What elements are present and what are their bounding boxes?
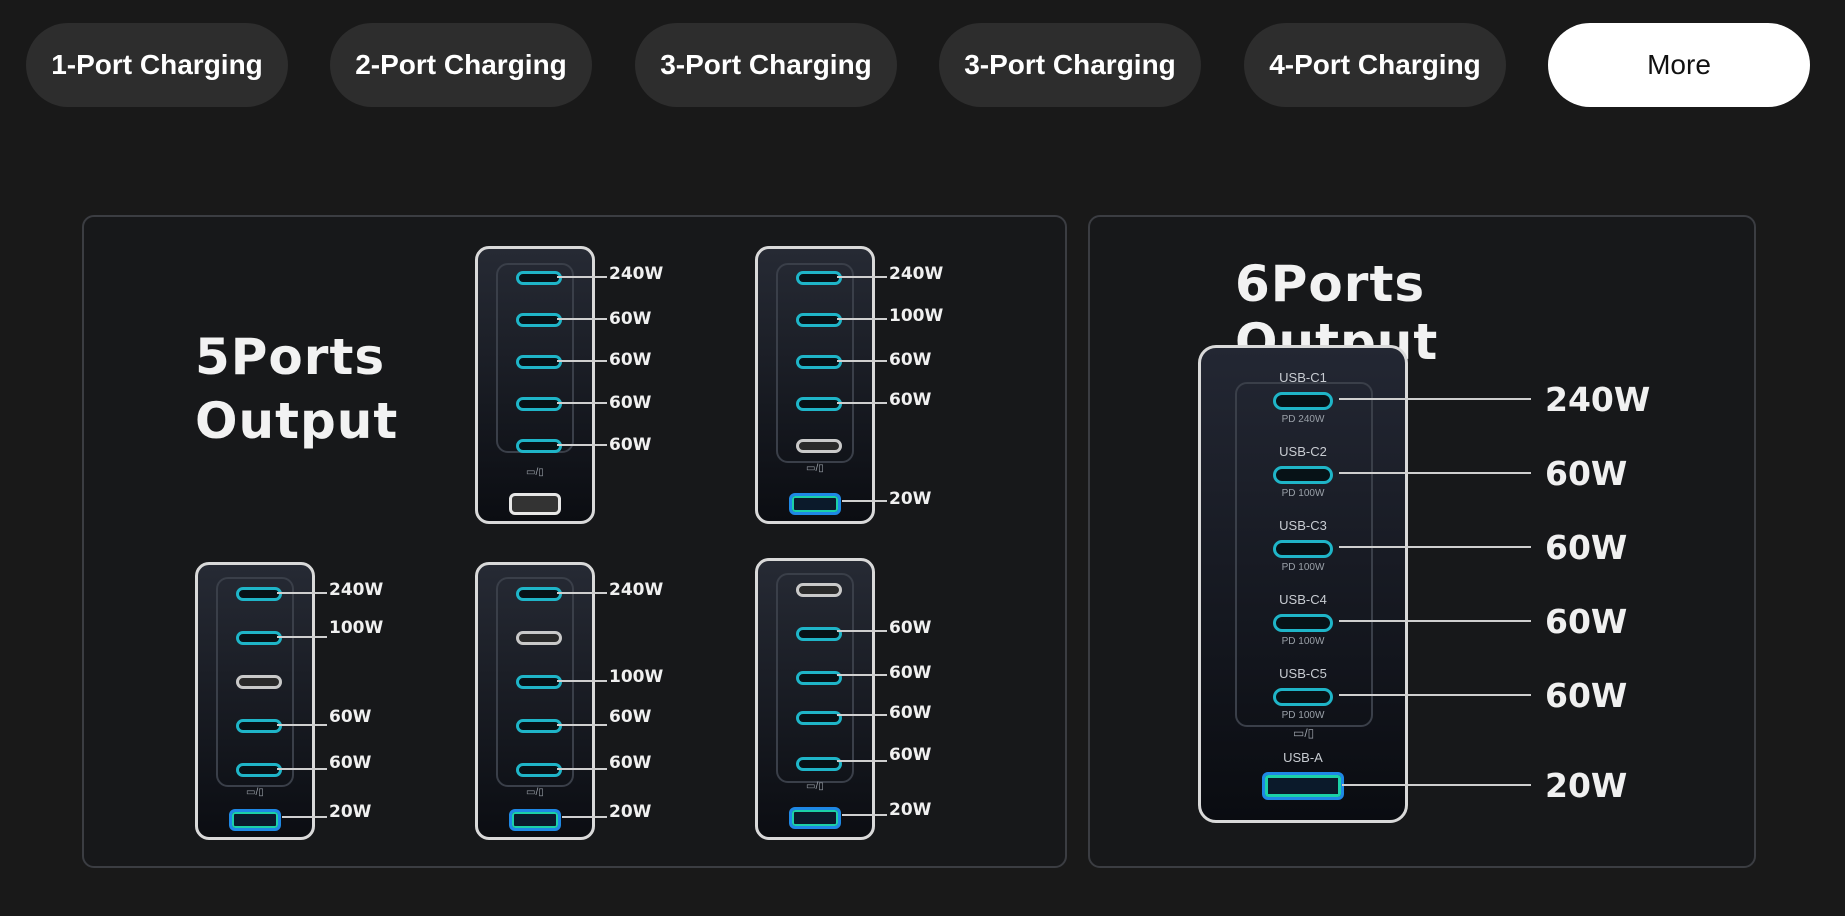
usb-a-port <box>509 493 561 515</box>
watt-label: 240W <box>889 264 944 284</box>
usb-c-port <box>796 397 842 411</box>
usb-c3-port <box>1273 540 1333 558</box>
watt-label: 20W <box>1545 766 1628 805</box>
watt-label: 60W <box>889 745 932 765</box>
charger-config-5: ▭/▯ <box>755 558 875 840</box>
usb-a-port <box>509 809 561 831</box>
watt-label: 20W <box>889 489 932 509</box>
watt-label: 60W <box>889 703 932 723</box>
usb-c-port <box>236 587 282 601</box>
watt-label: 60W <box>329 753 372 773</box>
usb-c-port-inactive <box>516 631 562 645</box>
watt-label: 100W <box>329 618 384 638</box>
usb-c-port-inactive <box>796 583 842 597</box>
usb-a-port <box>789 807 841 829</box>
usb-c4-port <box>1273 614 1333 632</box>
usb-c-port <box>516 763 562 777</box>
display-phone-icon: ▭/▯ <box>806 781 824 792</box>
watt-label: 20W <box>609 802 652 822</box>
watt-label: 60W <box>889 663 932 683</box>
charger-6-ports: USB-C1 PD 240W USB-C2 PD 100W USB-C3 PD … <box>1198 345 1408 823</box>
usb-c2-port <box>1273 466 1333 484</box>
charger-config-3: ▭/▯ <box>195 562 315 840</box>
usb-c-port <box>236 763 282 777</box>
usb-c-port <box>516 271 562 285</box>
usb-c-port <box>236 631 282 645</box>
port-name: USB-C5 <box>1279 666 1327 681</box>
watt-label: 60W <box>889 350 932 370</box>
usb-a-port <box>1262 772 1344 800</box>
port-name: USB-C1 <box>1279 370 1327 385</box>
port-spec: PD 240W <box>1281 414 1325 425</box>
port-spec: PD 100W <box>1281 636 1325 647</box>
usb-c-port <box>516 719 562 733</box>
usb-a-port <box>789 493 841 515</box>
usb-c-port-inactive <box>236 675 282 689</box>
watt-label: 100W <box>609 667 664 687</box>
tab-1-port-charging[interactable]: 1-Port Charging <box>26 23 288 107</box>
tab-4-port-charging[interactable]: 4-Port Charging <box>1244 23 1506 107</box>
watt-label: 60W <box>1545 528 1628 567</box>
watt-label: 60W <box>889 618 932 638</box>
usb-c5-port <box>1273 688 1333 706</box>
charging-mode-tabs: 1-Port Charging 2-Port Charging 3-Port C… <box>0 0 1845 130</box>
usb-c-port <box>516 397 562 411</box>
usb-c-port <box>796 355 842 369</box>
watt-label: 60W <box>609 753 652 773</box>
watt-label: 60W <box>609 435 652 455</box>
usb-c-port <box>796 271 842 285</box>
tab-3-port-charging-a[interactable]: 3-Port Charging <box>635 23 897 107</box>
usb-c-port <box>516 439 562 453</box>
usb-c-port <box>516 587 562 601</box>
usb-c-port <box>796 313 842 327</box>
port-spec: PD 100W <box>1281 710 1325 721</box>
watt-label: 100W <box>889 306 944 326</box>
usb-c-port <box>516 313 562 327</box>
usb-c-port-inactive <box>796 439 842 453</box>
charger-config-1: ▭/▯ <box>475 246 595 524</box>
watt-label: 60W <box>609 707 652 727</box>
watt-label: 240W <box>1545 380 1651 419</box>
usb-c-port <box>796 757 842 771</box>
usb-c-port <box>516 675 562 689</box>
watt-label: 60W <box>1545 676 1628 715</box>
charger-config-4: ▭/▯ <box>475 562 595 840</box>
port-name: USB-C3 <box>1279 518 1327 533</box>
watt-label: 60W <box>609 350 652 370</box>
watt-label: 60W <box>329 707 372 727</box>
watt-label: 60W <box>609 309 652 329</box>
watt-label: 20W <box>889 800 932 820</box>
usb-c-port <box>796 627 842 641</box>
port-spec: PD 100W <box>1281 562 1325 573</box>
watt-label: 60W <box>889 390 932 410</box>
port-name: USB-C2 <box>1279 444 1327 459</box>
watt-label: 60W <box>1545 454 1628 493</box>
watt-label: 240W <box>609 580 664 600</box>
watt-label: 240W <box>329 580 384 600</box>
watt-label: 60W <box>609 393 652 413</box>
watt-label: 20W <box>329 802 372 822</box>
display-phone-icon: ▭/▯ <box>526 787 544 798</box>
display-phone-icon: ▭/▯ <box>246 787 264 798</box>
tab-3-port-charging-b[interactable]: 3-Port Charging <box>939 23 1201 107</box>
charger-config-2: ▭/▯ <box>755 246 875 524</box>
port-name: USB-A <box>1283 750 1323 765</box>
usb-c-port <box>796 671 842 685</box>
watt-label: 240W <box>609 264 664 284</box>
tab-2-port-charging[interactable]: 2-Port Charging <box>330 23 592 107</box>
display-phone-icon: ▭/▯ <box>806 463 824 474</box>
port-spec: PD 100W <box>1281 488 1325 499</box>
tab-more[interactable]: More <box>1548 23 1810 107</box>
usb-c-port <box>796 711 842 725</box>
five-ports-title: 5Ports Output <box>195 328 399 450</box>
usb-c-port <box>236 719 282 733</box>
port-name: USB-C4 <box>1279 592 1327 607</box>
usb-c-port <box>516 355 562 369</box>
display-phone-icon: ▭/▯ <box>526 467 544 478</box>
usb-a-port <box>229 809 281 831</box>
watt-label: 60W <box>1545 602 1628 641</box>
usb-c1-port <box>1273 392 1333 410</box>
display-phone-icon: ▭/▯ <box>1293 726 1315 740</box>
